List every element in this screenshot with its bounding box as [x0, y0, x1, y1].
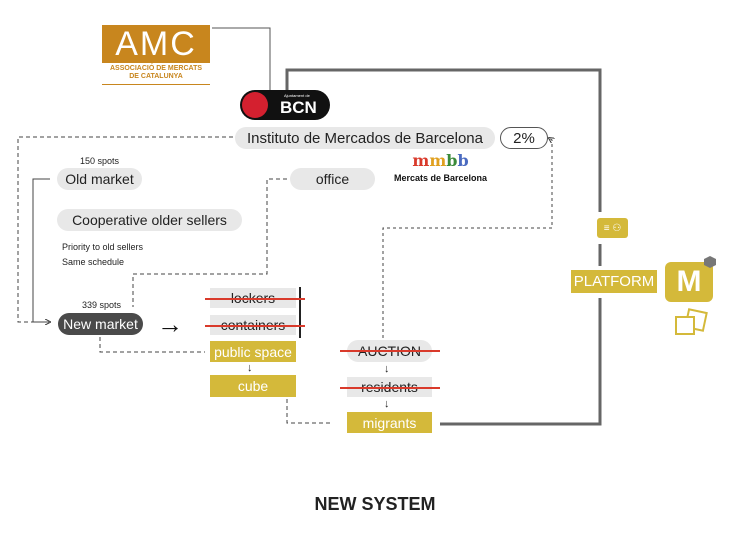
percent-node: 2% [500, 127, 548, 149]
strike-residents [340, 387, 440, 389]
diagram-title: NEW SYSTEM [314, 494, 436, 514]
down-arrow-icon: ↓ [247, 362, 253, 374]
office-node: office [290, 168, 375, 190]
platform-node: PLATFORM [571, 270, 657, 293]
migrants-node: migrants [347, 412, 432, 433]
office-dashed [132, 178, 287, 307]
newmarket-publicspace-dashed [99, 337, 205, 353]
instituto-node: Instituto de Mercados de Barcelona [235, 127, 495, 149]
old-market-node: Old market [57, 168, 142, 190]
cooperative-node: Cooperative older sellers [57, 209, 242, 231]
bcn-shield-icon [242, 92, 268, 118]
oldmarket-newmarket-line [32, 178, 50, 323]
amc-bcn-line [212, 27, 271, 90]
down-arrow-icon: ↓ [384, 363, 390, 375]
strike-lockers [205, 298, 305, 300]
cube-migrants-dashed [286, 399, 333, 424]
strike-auction [340, 350, 440, 352]
platform-migrants-line [440, 298, 602, 426]
auction-percent-dashed [382, 138, 552, 338]
right-arrow-icon: → [157, 309, 183, 339]
m-app-icon: M [665, 262, 713, 302]
old-market-spots: 150 spots [80, 156, 120, 166]
note-schedule: Same schedule [62, 257, 125, 267]
strike-containers [205, 325, 305, 327]
new-market-node: New market [58, 313, 143, 335]
public-space-node: public space [210, 341, 296, 362]
down-arrow-icon: ↓ [384, 398, 390, 410]
cube-node: cube [210, 375, 296, 397]
photos-icon [675, 308, 708, 336]
bcn-platform-line [285, 68, 602, 212]
cube-icon [704, 256, 716, 268]
bcn-logo: Ajuntament de BCN [240, 90, 330, 120]
note-priority: Priority to old sellers [62, 242, 144, 252]
new-market-spots: 339 spots [82, 300, 122, 310]
mercats-logo: mmbb Mercats de Barcelona [393, 151, 488, 184]
id-card-icon: ≡ ⚇ [597, 218, 628, 238]
